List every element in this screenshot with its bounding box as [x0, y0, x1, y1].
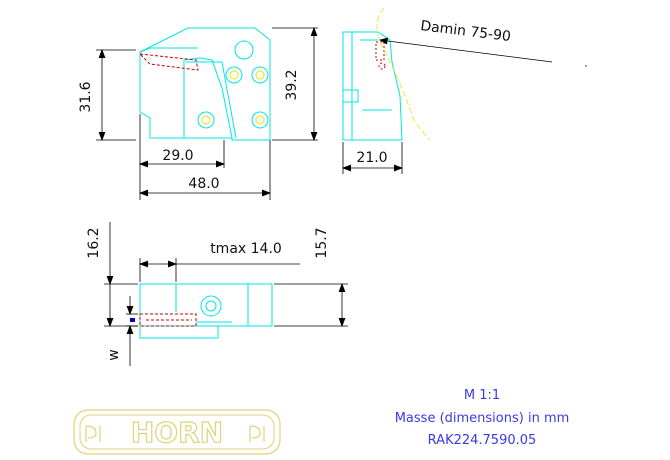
top-view-dimensions: [104, 222, 348, 366]
stray-dot: [585, 65, 587, 67]
front-view: [139, 27, 271, 141]
dim-height-16: 16.2: [86, 227, 102, 258]
insert-top: [139, 313, 197, 327]
dim-width-side: 21.0: [356, 150, 387, 166]
horn-logo: HORN: [73, 409, 281, 455]
dim-height-right: 39.2: [284, 69, 300, 100]
dim-width-total: 48.0: [188, 176, 219, 192]
units-note: Masse (dimensions) in mm: [395, 411, 570, 426]
front-view-dimensions: [96, 26, 318, 200]
dim-tmax: tmax 14.0: [210, 241, 282, 257]
logo-text: HORN: [131, 416, 223, 449]
side-view-dimensions: [341, 37, 553, 174]
dim-w-label: w: [106, 349, 122, 360]
insert-front: [138, 53, 199, 71]
scale-note: M 1:1: [464, 388, 500, 403]
insert-side: [375, 41, 386, 70]
workpiece-arc: [376, 7, 431, 141]
callout-damin: Damin 75-90: [420, 18, 512, 45]
top-view: [139, 283, 273, 339]
dim-height-15: 15.7: [314, 227, 330, 258]
dim-width-inner: 29.0: [162, 148, 193, 164]
dim-height-left: 31.6: [78, 81, 94, 112]
side-view: [342, 31, 403, 141]
part-number: RAK224.7590.05: [428, 433, 537, 448]
insert-tip-marker: [130, 318, 135, 322]
